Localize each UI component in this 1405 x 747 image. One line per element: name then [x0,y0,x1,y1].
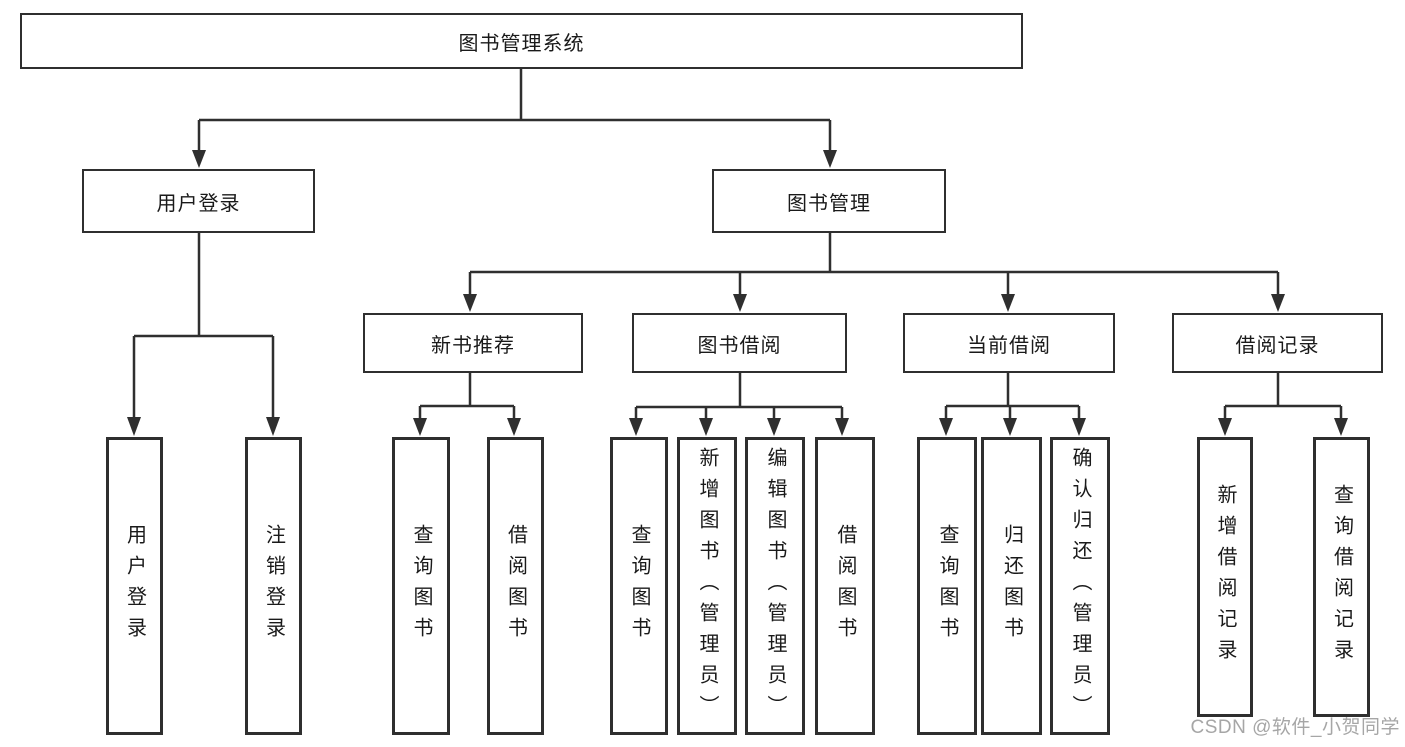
leaf-records-query-label: 查询借阅记录 [1330,484,1353,670]
csdn-watermark: CSDN @软件_小贺同学 [1190,717,1400,738]
node-user-login: 用户登录 [82,169,315,233]
leaf-current-confirm-return-label: 确认归还（管理员） [1069,446,1091,726]
leaf-logout-label: 注销登录 [262,524,285,648]
arrowheads [127,150,1348,436]
node-borrowing: 图书借阅 [632,313,847,373]
leaf-newbooks-borrow: 借阅图书 [487,437,544,735]
node-user-login-label: 用户登录 [156,192,241,215]
leaf-current-query: 查询图书 [917,437,977,735]
node-book-management-label: 图书管理 [787,192,871,215]
leaf-borrowing-add: 新增图书（管理员） [677,437,737,735]
leaf-borrowing-query-label: 查询图书 [628,524,650,648]
leaf-current-return: 归还图书 [981,437,1042,735]
node-borrow-records-label: 借阅记录 [1235,334,1320,357]
node-new-books-label: 新书推荐 [431,334,515,357]
leaf-logout: 注销登录 [245,437,302,735]
leaf-borrowing-add-label: 新增图书（管理员） [696,446,718,726]
leaf-records-add-label: 新增借阅记录 [1214,484,1236,670]
node-root: 图书管理系统 [20,13,1023,69]
node-root-label: 图书管理系统 [458,32,585,55]
leaf-borrowing-edit-label: 编辑图书（管理员） [764,446,786,726]
node-borrowing-label: 图书借阅 [697,334,782,357]
node-current-borrow: 当前借阅 [903,313,1115,373]
leaf-user-login-label: 用户登录 [123,524,146,648]
leaf-records-query: 查询借阅记录 [1313,437,1370,717]
node-borrow-records: 借阅记录 [1172,313,1383,373]
leaf-current-confirm-return: 确认归还（管理员） [1050,437,1110,735]
node-book-management: 图书管理 [712,169,946,233]
leaf-borrowing-edit: 编辑图书（管理员） [745,437,805,735]
leaf-current-return-label: 归还图书 [1000,524,1023,648]
node-current-borrow-label: 当前借阅 [967,334,1051,357]
leaf-newbooks-query: 查询图书 [392,437,450,735]
leaf-records-add: 新增借阅记录 [1197,437,1253,717]
leaf-current-query-label: 查询图书 [936,524,958,648]
leaf-newbooks-query-label: 查询图书 [410,524,432,648]
leaf-borrowing-query: 查询图书 [610,437,668,735]
leaf-borrowing-borrow: 借阅图书 [815,437,875,735]
leaf-borrowing-borrow-label: 借阅图书 [834,524,856,648]
leaf-newbooks-borrow-label: 借阅图书 [504,524,527,648]
leaf-user-login: 用户登录 [106,437,163,735]
node-new-books: 新书推荐 [363,313,583,373]
